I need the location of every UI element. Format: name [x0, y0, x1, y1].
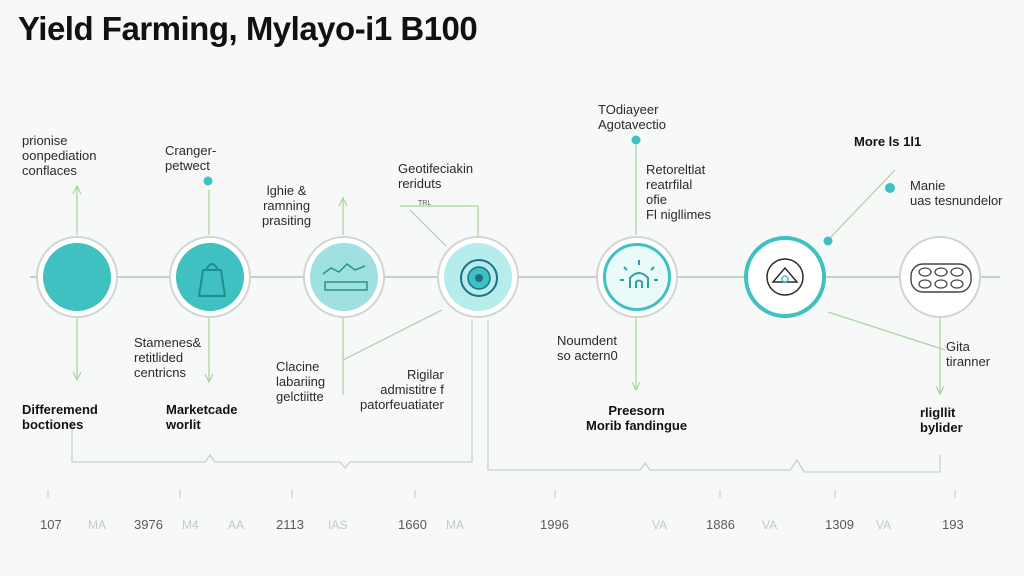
node1-top-label: prionise oonpediation conflaces — [22, 133, 97, 178]
faint-label: VA — [652, 518, 668, 532]
year-label: 193 — [942, 517, 964, 532]
faint-label: IAS — [328, 518, 348, 532]
node5-top-label: TOdiayeer Agotavectio — [598, 102, 666, 132]
blank-disc-icon — [43, 243, 111, 311]
faint-label: MA — [446, 518, 464, 532]
bag-icon — [197, 263, 227, 297]
marker-dot — [631, 135, 641, 145]
node-2 — [169, 236, 251, 318]
house-icon — [766, 258, 804, 296]
node-1 — [36, 236, 118, 318]
node3-top-label: lghie & ramning prasiting — [262, 183, 312, 228]
year-label: 3976 — [134, 517, 163, 532]
target-icon — [460, 259, 498, 297]
node-6 — [744, 236, 826, 318]
node6-side-label: Manie uas tesnundelor — [910, 178, 1003, 208]
year-label: 1309 — [825, 517, 854, 532]
marker-dot — [203, 176, 213, 186]
node-7 — [899, 236, 981, 318]
year-label: 1886 — [706, 517, 735, 532]
node4-small-label: TRL — [418, 200, 432, 207]
faint-label: VA — [762, 518, 778, 532]
page-title: Yield Farming, Mylayo-i1 B100 — [18, 10, 478, 47]
node2-top-label: Cranger- petwect — [165, 143, 217, 173]
node2-bottom-label: Marketcade worlit — [166, 402, 238, 432]
chart-card-icon — [322, 263, 368, 291]
node5-side-label: Retoreltlat reatrfilal ofie Fl nigllimes — [646, 162, 712, 222]
year-label: 2113 — [276, 517, 304, 532]
marker-dot — [823, 236, 833, 246]
node3-mid-label: Clacine labariing gelctiitte — [276, 359, 326, 404]
marker-dot — [885, 183, 895, 193]
faint-label: VA — [876, 518, 892, 532]
node4-mid-label: Rigilar admistitre f patorfeuatiater — [360, 367, 444, 412]
node1-bottom-label: Differemend boctiones — [22, 402, 98, 432]
faint-label: AA — [228, 518, 245, 532]
node5-mid-label: Noumdent so actern0 — [557, 333, 618, 363]
node6-top-label: More ls 1l1 — [854, 134, 922, 149]
faint-label: M4 — [182, 518, 199, 532]
faint-label: MA — [88, 518, 106, 532]
radiating-arc-icon — [620, 260, 658, 288]
node-5 — [596, 236, 678, 318]
node-3 — [303, 236, 385, 318]
node2-mid-label: Stamenes& retitlided centricns — [134, 335, 202, 380]
year-label: 1996 — [540, 517, 569, 532]
year-label: 107 — [40, 517, 62, 532]
node-4 — [437, 236, 519, 318]
node5-bottom-label: Preesorn Morib fandingue — [586, 403, 688, 433]
node7-bottom-label: rligllit bylider — [920, 405, 963, 435]
node7-mid-label: Gita tiranner — [946, 339, 991, 369]
node4-top-label: Geotifeciakin reriduts — [398, 161, 474, 191]
year-label: 1660 — [398, 517, 427, 532]
chain-icon — [910, 263, 972, 293]
